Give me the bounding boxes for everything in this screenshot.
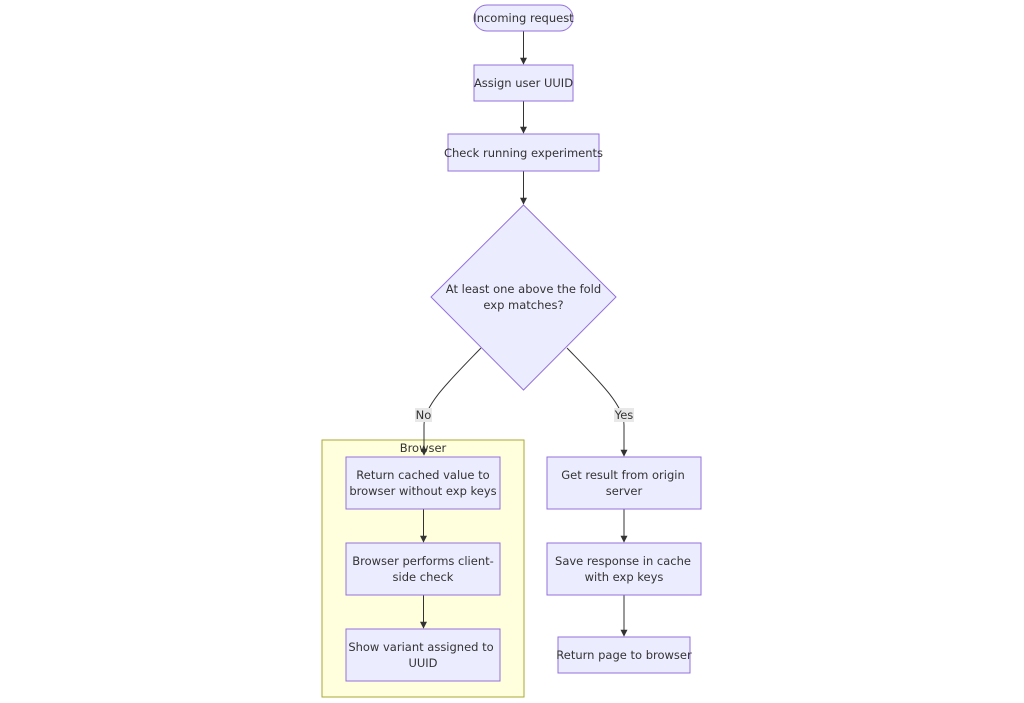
- node-return-page: Return page to browser: [556, 636, 692, 674]
- svg-text:Check running experiments: Check running experiments: [444, 146, 603, 160]
- node-return-cached: Return cached value to browser without e…: [345, 456, 501, 510]
- svg-text:Return page to browser: Return page to browser: [556, 648, 692, 662]
- svg-text:side check: side check: [393, 570, 454, 584]
- svg-text:Yes: Yes: [614, 408, 634, 422]
- svg-text:Incoming request: Incoming request: [473, 11, 574, 25]
- edge-label-yes: Yes: [614, 408, 634, 422]
- node-assign-uuid: Assign user UUID: [473, 64, 574, 102]
- svg-text:Get result from origin: Get result from origin: [561, 468, 685, 482]
- node-save-cache: Save response in cache with exp keys: [546, 542, 702, 596]
- node-get-origin: Get result from origin server: [546, 456, 702, 510]
- svg-text:UUID: UUID: [408, 656, 437, 670]
- edge-decision-no: [420, 347, 482, 456]
- node-browser-client-check: Browser performs client- side check: [345, 542, 501, 596]
- node-incoming-request: Incoming request: [473, 4, 574, 32]
- svg-text:exp matches?: exp matches?: [483, 298, 563, 312]
- svg-text:Show variant assigned to: Show variant assigned to: [348, 640, 493, 654]
- svg-text:with exp keys: with exp keys: [585, 570, 664, 584]
- svg-text:Assign user UUID: Assign user UUID: [474, 76, 573, 90]
- browser-cluster-label: Browser: [400, 441, 447, 455]
- svg-text:Browser performs client-: Browser performs client-: [352, 554, 494, 568]
- svg-text:No: No: [416, 408, 432, 422]
- svg-text:Save response in cache: Save response in cache: [555, 554, 691, 568]
- edge-decision-yes: [566, 347, 628, 457]
- node-check-experiments: Check running experiments: [444, 133, 603, 172]
- svg-text:server: server: [606, 484, 643, 498]
- edge-label-no: No: [415, 408, 432, 422]
- svg-text:browser without exp keys: browser without exp keys: [349, 484, 496, 498]
- svg-text:At least one above the fold: At least one above the fold: [446, 282, 601, 296]
- node-show-variant: Show variant assigned to UUID: [345, 628, 501, 682]
- svg-text:Return cached value to: Return cached value to: [356, 468, 489, 482]
- node-decision-exp-matches: At least one above the fold exp matches?: [430, 204, 617, 391]
